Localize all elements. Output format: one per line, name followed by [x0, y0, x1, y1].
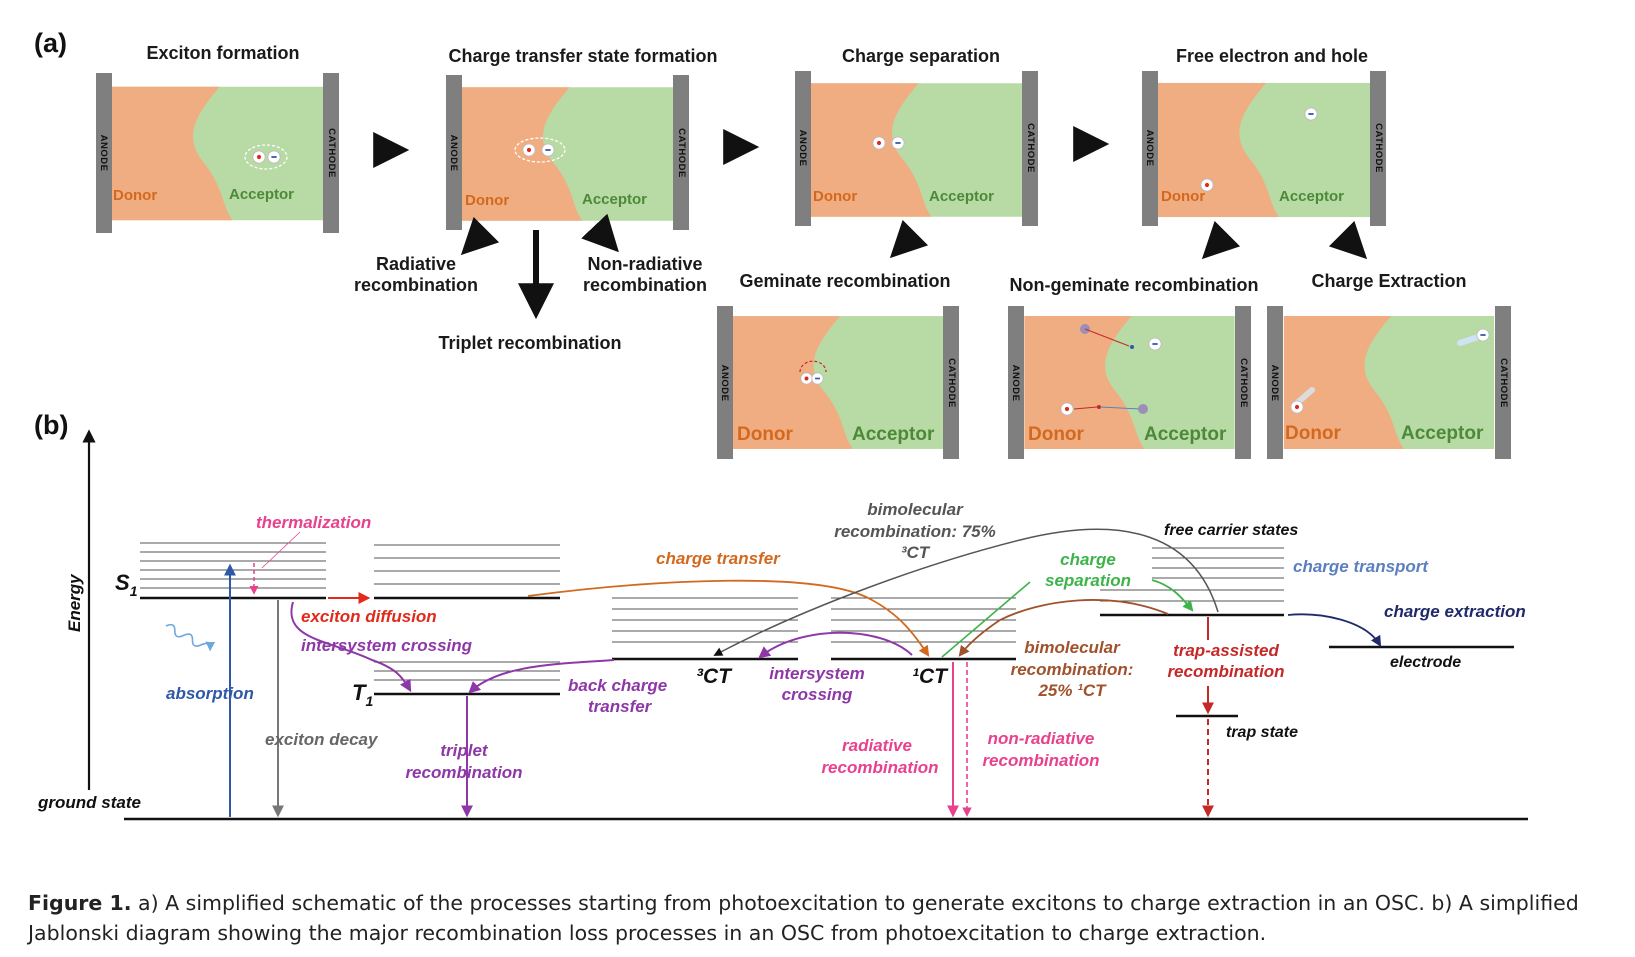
charge-sep-label-1: charge	[1060, 550, 1116, 569]
acceptor-label: Acceptor	[229, 186, 294, 203]
cell-exciton-formation: Exciton formation ANODE CATHODE Donor Ac…	[96, 43, 339, 233]
donor-label: Donor	[465, 192, 509, 209]
anode-label: ANODE	[719, 365, 730, 402]
ct1-label: ¹CT	[912, 665, 949, 688]
bimol25-label-1: bimolecular	[1024, 638, 1121, 657]
acceptor-label: Acceptor	[582, 191, 647, 208]
figure-canvas: (a) Exciton formation ANODE CATHODE Dono…	[34, 28, 1528, 821]
anode-label: ANODE	[1010, 365, 1021, 402]
radiative-label: Radiative	[376, 254, 456, 274]
bimol75-label-3: ³CT	[901, 543, 931, 562]
figure-caption: Figure 1. a) A simplified schematic of t…	[28, 888, 1618, 948]
charge-transfer-label: charge transfer	[656, 549, 781, 568]
donor-label: Donor	[1161, 188, 1205, 205]
energy-axis-label: Energy	[65, 573, 84, 632]
caption-text: a) A simplified schematic of the process…	[28, 891, 1579, 945]
back-ct-label-2: transfer	[588, 697, 653, 716]
thermalization-label: thermalization	[256, 513, 371, 532]
triplet-recomb-label-2: recombination	[405, 763, 522, 782]
nonradiative-label: Non-radiative	[587, 254, 702, 274]
panel-a-label: (a)	[34, 28, 67, 58]
donor-label: Donor	[1028, 424, 1085, 445]
anode-label: ANODE	[1144, 130, 1155, 167]
isc-ct-label-2: crossing	[782, 685, 853, 704]
donor-label: Donor	[113, 187, 157, 204]
isc-label: intersystem crossing	[301, 636, 473, 655]
charge-sep-label-2: separation	[1045, 571, 1131, 590]
cell-geminate: ANODE CATHODE Donor Acceptor	[717, 306, 959, 459]
acceptor-label: Acceptor	[1279, 188, 1344, 205]
trap-assisted-label-1: trap-assisted	[1173, 641, 1279, 660]
triplet-recomb-label-1: triplet	[440, 741, 489, 760]
exciton-decay-label: exciton decay	[265, 730, 379, 749]
t1-label: T1	[352, 680, 373, 709]
radiative-label-b-1: radiative	[842, 736, 912, 755]
title-geminate: Geminate recombination	[739, 271, 950, 291]
ct1-manifold	[831, 597, 1016, 643]
nonrad-label-b-1: non-radiative	[988, 729, 1095, 748]
electrode-label: electrode	[1390, 654, 1461, 671]
s1-manifold-2	[374, 544, 560, 585]
isc-ct-label-1: intersystem	[769, 664, 864, 683]
s1-label: S1	[115, 570, 138, 599]
ct3-label: ³CT	[696, 665, 733, 688]
donor-label: Donor	[813, 188, 857, 205]
title-extraction: Charge Extraction	[1311, 271, 1466, 291]
bimol25-label-3: 25% ¹CT	[1037, 681, 1107, 700]
cathode-label: CATHODE	[1238, 358, 1249, 408]
title-ct-formation: Charge transfer state formation	[448, 46, 717, 66]
cathode-label: CATHODE	[1025, 123, 1036, 173]
cell-extraction: ANODE CATHODE Donor Acceptor	[1267, 306, 1511, 459]
cathode-label: CATHODE	[1373, 123, 1384, 173]
free-carrier-label: free carrier states	[1164, 522, 1298, 539]
trap-assisted-label-2: recombination	[1167, 662, 1284, 681]
radiative-label-b-2: recombination	[821, 758, 938, 777]
acceptor-label: Acceptor	[1401, 423, 1484, 444]
triplet-recombination-label: Triplet recombination	[438, 333, 621, 353]
radiative-label-2: recombination	[354, 275, 478, 295]
bimol25-label-2: recombination:	[1011, 660, 1134, 679]
charge-extraction-label: charge extraction	[1384, 602, 1526, 621]
acceptor-label: Acceptor	[852, 424, 935, 445]
cathode-label: CATHODE	[326, 128, 337, 178]
cell-nongeminate: ANODE CATHODE Donor Acceptor	[1008, 306, 1251, 459]
back-ct-label-1: back charge	[568, 676, 667, 695]
caption-label: Figure 1.	[28, 891, 132, 915]
cell-free-carriers: Free electron and hole ANODE CATHODE Don…	[1142, 46, 1386, 226]
cell-charge-separation: Charge separation ANODE CATHODE Donor Ac…	[795, 46, 1038, 226]
anode-label: ANODE	[98, 135, 109, 172]
anode-label: ANODE	[1269, 365, 1280, 402]
charge-transport-label: charge transport	[1293, 557, 1429, 576]
nonrad-label-b-2: recombination	[982, 751, 1099, 770]
acceptor-label: Acceptor	[929, 188, 994, 205]
trap-state-label: trap state	[1226, 724, 1298, 741]
ct3-manifold	[612, 597, 798, 643]
title-charge-separation: Charge separation	[842, 46, 1000, 66]
cathode-label: CATHODE	[946, 358, 957, 408]
ground-state-label: ground state	[37, 793, 141, 812]
title-nongeminate: Non-geminate recombination	[1009, 275, 1258, 295]
free-carrier-manifold	[1100, 547, 1284, 602]
anode-label: ANODE	[797, 130, 808, 167]
donor-label: Donor	[1285, 423, 1342, 444]
bimol75-label-2: recombination: 75%	[834, 522, 996, 541]
nonradiative-label-2: recombination	[583, 275, 707, 295]
cathode-label: CATHODE	[1498, 358, 1509, 408]
title-exciton-formation: Exciton formation	[146, 43, 299, 63]
exciton-diffusion-label: exciton diffusion	[301, 607, 437, 626]
bimol75-label-1: bimolecular	[867, 500, 964, 519]
cathode-label: CATHODE	[676, 128, 687, 178]
acceptor-label: Acceptor	[1144, 424, 1227, 445]
title-free-carriers: Free electron and hole	[1176, 46, 1368, 66]
cell-ct-formation: Charge transfer state formation ANODE CA…	[446, 46, 718, 230]
panel-b-label: (b)	[34, 410, 68, 440]
absorption-label: absorption	[166, 684, 254, 703]
donor-label: Donor	[737, 424, 794, 445]
s1-manifold	[140, 542, 326, 589]
anode-label: ANODE	[448, 135, 459, 172]
